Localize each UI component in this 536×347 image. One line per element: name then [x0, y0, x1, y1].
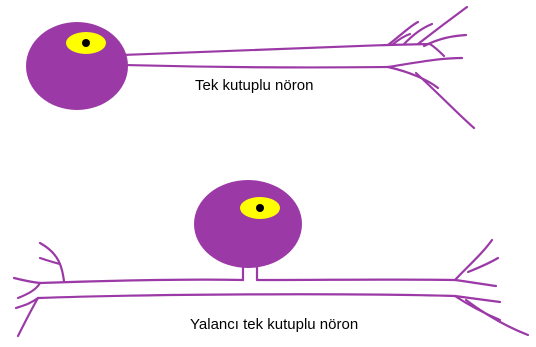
- unipolar-nucleolus: [82, 39, 90, 47]
- pseudo-unipolar-nucleolus: [256, 204, 264, 212]
- unipolar-neuron: Tek kutuplu nöron: [26, 7, 474, 128]
- unipolar-label: Tek kutuplu nöron: [195, 77, 313, 94]
- pseudo-unipolar-cell-body: [194, 180, 302, 268]
- pseudo-unipolar-neuron: Yalancı tek kutuplu nöron: [14, 180, 528, 336]
- pseudo-unipolar-label: Yalancı tek kutuplu nöron: [190, 316, 358, 333]
- unipolar-axon: [122, 7, 474, 128]
